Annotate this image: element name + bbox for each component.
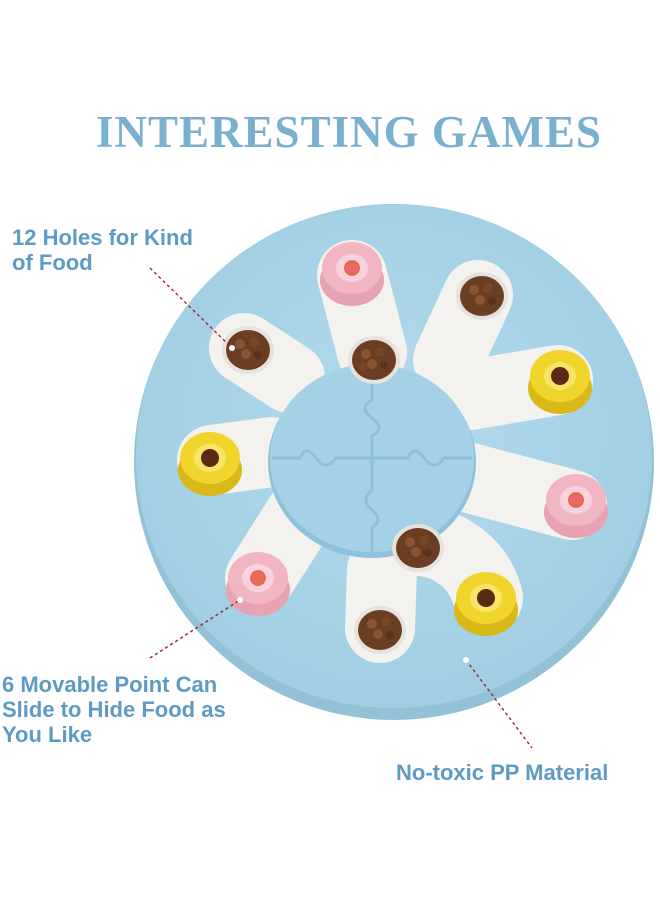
pink-cap-top [320,242,384,306]
yellow-cap-right-upper [528,350,592,414]
leader-dot-material [463,657,469,663]
food-holes [222,272,508,654]
callout-holes: 12 Holes for Kind of Food [12,225,252,275]
center-puzzle-disc [268,364,476,558]
pink-caps [226,242,608,616]
page-title: INTERESTING GAMES [96,107,602,157]
leader-line-holes [149,267,233,349]
callout-movable: 6 Movable Point Can Slide to Hide Food a… [2,672,302,747]
pink-cap-right [544,474,608,538]
callout-holes-line-1: 12 Holes for Kind [12,225,193,250]
leader-lines [149,267,533,749]
leader-dot-holes [229,345,235,351]
callout-movable-line-2: Slide to Hide Food as [2,697,226,722]
food-hole-top-right [456,272,508,320]
food-hole-top [348,336,400,384]
callout-material: No-toxic PP Material [396,760,609,785]
yellow-cap-left [178,432,242,496]
leader-line-material [465,659,533,749]
callout-movable-line-1: 6 Movable Point Can [2,672,218,697]
yellow-caps [178,350,592,636]
pink-cap-left-lower [226,552,290,616]
food-hole-left-upper [222,326,274,374]
leader-dot-movable [237,597,243,603]
callout-holes-line-2: of Food [12,250,93,275]
callout-movable-line-3: You Like [2,722,93,747]
yellow-cap-bottom-right [454,572,518,636]
food-hole-bottom [354,606,406,654]
food-hole-center-lower [392,524,444,572]
